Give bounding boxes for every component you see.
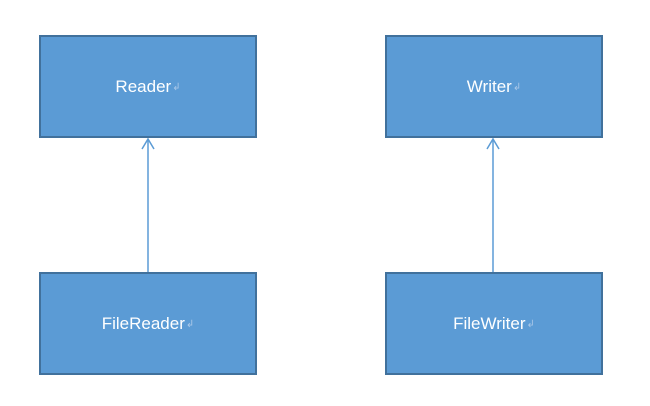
node-filereader: FileReader↲: [39, 272, 257, 375]
arrow-head-icon: [486, 137, 500, 150]
paragraph-mark-icon: ↲: [185, 319, 195, 330]
paragraph-mark-icon: ↲: [512, 82, 522, 93]
arrow-head-icon: [141, 137, 155, 150]
node-writer: Writer↲: [385, 35, 603, 138]
node-filewriter: FileWriter↲: [385, 272, 603, 375]
node-label: FileReader: [101, 313, 185, 333]
node-label: FileWriter: [453, 313, 526, 333]
node-reader: Reader↲: [39, 35, 257, 138]
edge-filewriter-to-writer: [486, 137, 500, 272]
paragraph-mark-icon: ↲: [526, 319, 535, 330]
node-label: Writer: [466, 76, 512, 96]
paragraph-mark-icon: ↲: [172, 82, 181, 93]
node-label: Reader: [115, 76, 172, 96]
edge-filereader-to-reader: [141, 137, 155, 272]
